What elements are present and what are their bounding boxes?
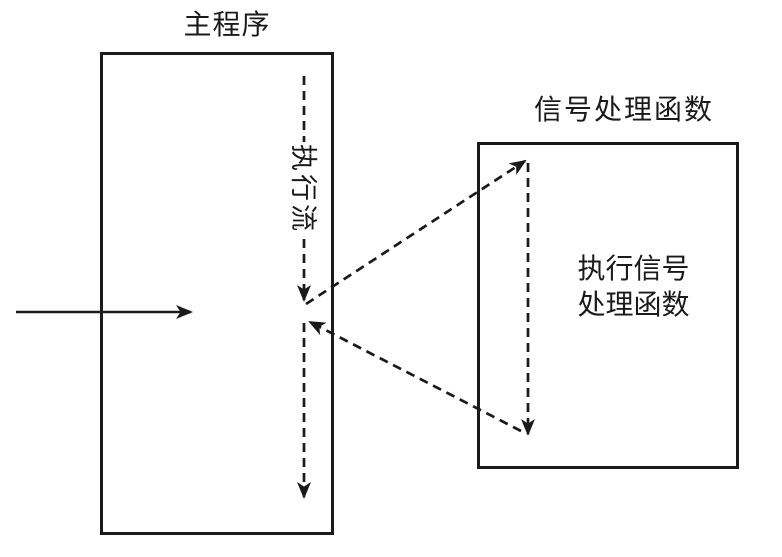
- main-program-box: [100, 52, 334, 535]
- signal-handler-label: 信号处理函数: [533, 95, 714, 126]
- main-program-label: 主程序: [183, 10, 271, 41]
- execution-flow-label: 执行流: [287, 144, 318, 234]
- handler-body-text: 执行信号 处理函数: [577, 254, 690, 321]
- signal-handler-box: [477, 142, 739, 469]
